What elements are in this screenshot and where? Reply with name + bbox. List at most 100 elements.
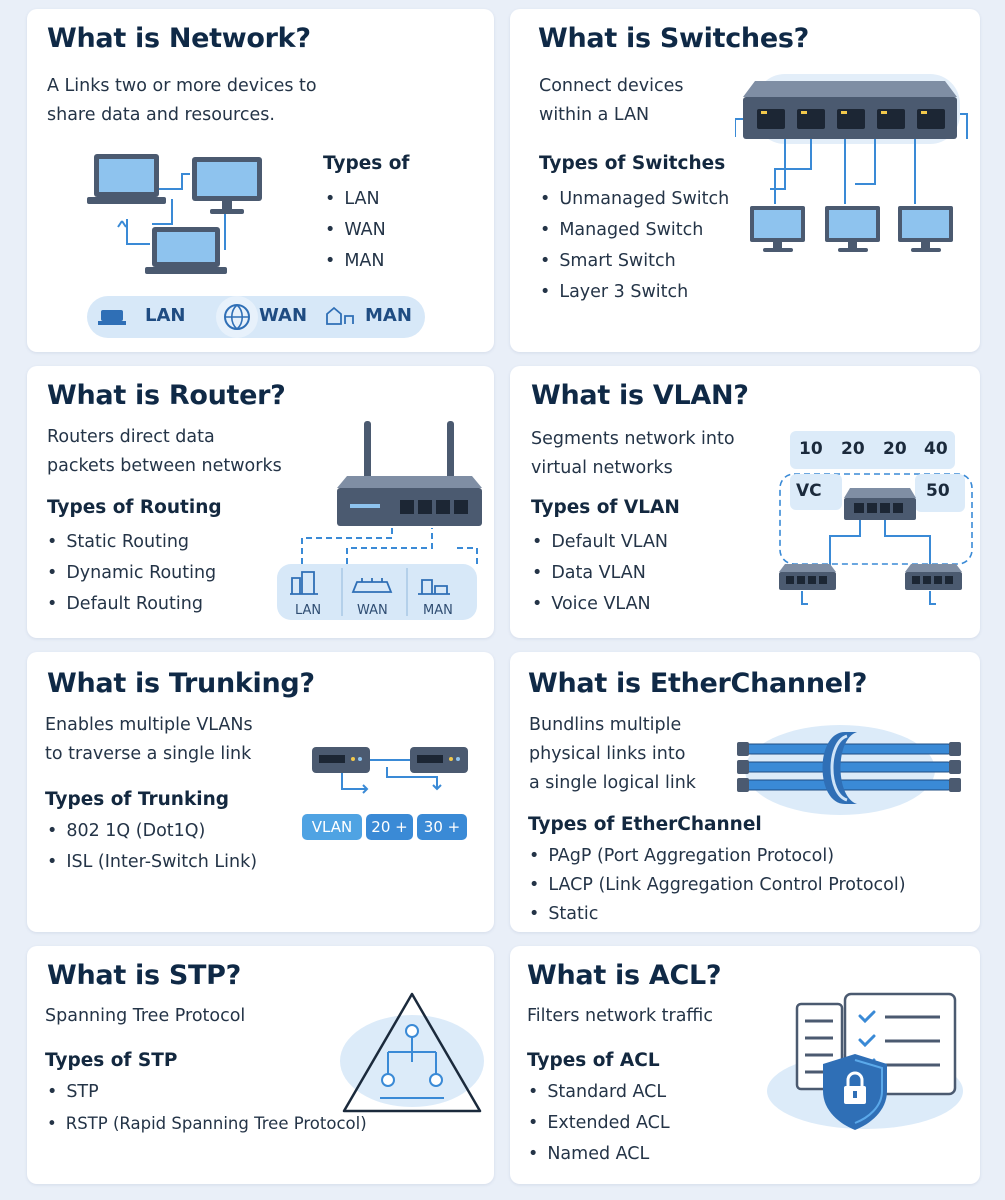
switch-illustration — [735, 74, 968, 252]
list-item: PAgP (Port Aggregation Protocol) — [529, 842, 906, 871]
pill-lan-label: LAN — [145, 305, 186, 326]
list-item: 802 1Q (Dot1Q) — [47, 816, 257, 847]
list-item: Static — [529, 900, 906, 929]
trunking-desc: Enables multiple VLANs to traverse a sin… — [45, 715, 253, 764]
router-types-list: Static Routing Dynamic Routing Default R… — [47, 527, 216, 620]
list-item: Default VLAN — [532, 527, 668, 558]
monitor-icon — [898, 206, 953, 252]
switch-icon — [743, 81, 957, 139]
acl-types-list: Standard ACL Extended ACL Named ACL — [528, 1077, 670, 1170]
router-icon — [337, 421, 482, 526]
pill-man-label: MAN — [365, 305, 412, 326]
router-title: What is Router? — [47, 380, 286, 411]
trunking-card: What is Trunking? Enables multiple VLANs… — [27, 652, 494, 932]
trunk-tag-30: 30 + — [417, 814, 467, 840]
laptop-icon — [145, 227, 227, 274]
switches-types-list: Unmanaged Switch Managed Switch Smart Sw… — [540, 184, 729, 308]
vlan-id-50: 50 — [926, 481, 950, 501]
switch-icon — [905, 564, 962, 590]
vlan-types-title: Types of VLAN — [531, 497, 680, 518]
vlan-id-40: 40 — [924, 439, 948, 459]
list-item: LAN — [325, 184, 386, 215]
list-item: MAN — [325, 246, 386, 277]
network-types-list: LAN WAN MAN — [325, 184, 386, 277]
list-item: STP — [47, 1077, 367, 1108]
router-man-label: MAN — [423, 603, 453, 618]
etherchannel-card: What is EtherChannel? Bundlins multiple … — [510, 652, 980, 932]
list-item: RSTP (Rapid Spanning Tree Protocol) — [47, 1108, 367, 1139]
switch-icon — [844, 488, 916, 520]
acl-title: What is ACL? — [527, 960, 722, 991]
cable-bundle-icon — [737, 732, 961, 804]
stp-types-list: STP RSTP (Rapid Spanning Tree Protocol) — [47, 1077, 367, 1139]
network-types-title: Types of — [323, 153, 410, 174]
switches-types-title: Types of Switches — [539, 153, 726, 174]
list-item: Voice VLAN — [532, 589, 668, 620]
router-types-title: Types of Routing — [47, 497, 222, 518]
stp-types-title: Types of STP — [45, 1050, 178, 1071]
vlan-id-20b: 20 — [883, 439, 907, 459]
router-lan-label: LAN — [295, 603, 322, 618]
monitor-icon — [192, 157, 262, 214]
list-item: Layer 3 Switch — [540, 277, 729, 308]
etherchannel-desc: Bundlins multiple physical links into a … — [529, 715, 696, 793]
network-card: What is Network? A Links two or more dev… — [27, 9, 494, 352]
switch-icon — [779, 564, 836, 590]
stp-desc: Spanning Tree Protocol — [45, 1006, 246, 1026]
network-devices-illustration — [87, 154, 262, 274]
switch-icon — [312, 747, 370, 773]
list-item: Data VLAN — [532, 558, 668, 589]
list-item: Dynamic Routing — [47, 558, 216, 589]
vlan-title: What is VLAN? — [531, 380, 749, 411]
list-item: ISL (Inter-Switch Link) — [47, 847, 257, 878]
shield-lock-icon — [823, 1054, 887, 1130]
trunking-illustration — [312, 747, 468, 794]
router-wan-label: WAN — [357, 603, 388, 618]
switches-desc: Connect devices within a LAN — [539, 76, 684, 125]
acl-types-title: Types of ACL — [527, 1050, 660, 1071]
trunk-tag-vlan: VLAN — [302, 814, 362, 840]
network-desc: A Links two or more devices to share dat… — [47, 76, 317, 125]
switches-card: What is Switches? Connect devices within… — [510, 9, 980, 352]
list-item: WAN — [325, 215, 385, 246]
monitor-icon — [825, 206, 880, 252]
acl-illustration — [767, 992, 963, 1130]
router-desc: Routers direct data packets between netw… — [47, 427, 282, 476]
vlan-id-20: 20 — [841, 439, 865, 459]
network-pill-icons — [98, 296, 354, 338]
list-item: Static Routing — [47, 527, 216, 558]
list-item: LACP (Link Aggregation Control Protocol) — [529, 871, 905, 900]
stp-illustration — [340, 992, 484, 1113]
vlan-id-10: 10 — [799, 439, 823, 459]
router-illustration — [277, 421, 482, 620]
stp-title: What is STP? — [47, 960, 241, 991]
switch-icon — [410, 747, 468, 773]
pill-wan-label: WAN — [259, 305, 308, 326]
tree-topology-icon — [380, 1024, 444, 1099]
laptop-icon — [87, 154, 166, 204]
etherchannel-title: What is EtherChannel? — [528, 668, 868, 699]
stp-card: What is STP? Spanning Tree Protocol Type… — [27, 946, 494, 1184]
router-card: What is Router? Routers direct data pack… — [27, 366, 494, 638]
list-item: Smart Switch — [540, 246, 729, 277]
etherchannel-types-list: PAgP (Port Aggregation Protocol) LACP (L… — [529, 842, 906, 929]
trunk-tag-20: 20 + — [366, 814, 413, 840]
list-item: Named ACL — [528, 1139, 670, 1170]
vlan-illustration — [779, 431, 973, 605]
etherchannel-illustration — [737, 725, 961, 815]
trunking-types-list: 802 1Q (Dot1Q) ISL (Inter-Switch Link) — [47, 816, 257, 878]
monitor-icon — [750, 206, 805, 252]
switches-title: What is Switches? — [538, 23, 809, 54]
trunking-types-title: Types of Trunking — [45, 789, 230, 810]
list-item: Managed Switch — [540, 215, 729, 246]
list-item: Standard ACL — [528, 1077, 670, 1108]
list-item: Default Routing — [47, 589, 216, 620]
acl-card: What is ACL? Filters network traffic Typ… — [510, 946, 980, 1184]
network-title: What is Network? — [47, 23, 311, 54]
list-item: Unmanaged Switch — [540, 184, 729, 215]
vlan-desc: Segments network into virtual networks — [531, 429, 735, 478]
vlan-types-list: Default VLAN Data VLAN Voice VLAN — [532, 527, 668, 620]
vlan-vc-label: VC — [796, 481, 822, 501]
acl-desc: Filters network traffic — [527, 1006, 713, 1026]
vlan-card: What is VLAN? Segments network into virt… — [510, 366, 980, 638]
